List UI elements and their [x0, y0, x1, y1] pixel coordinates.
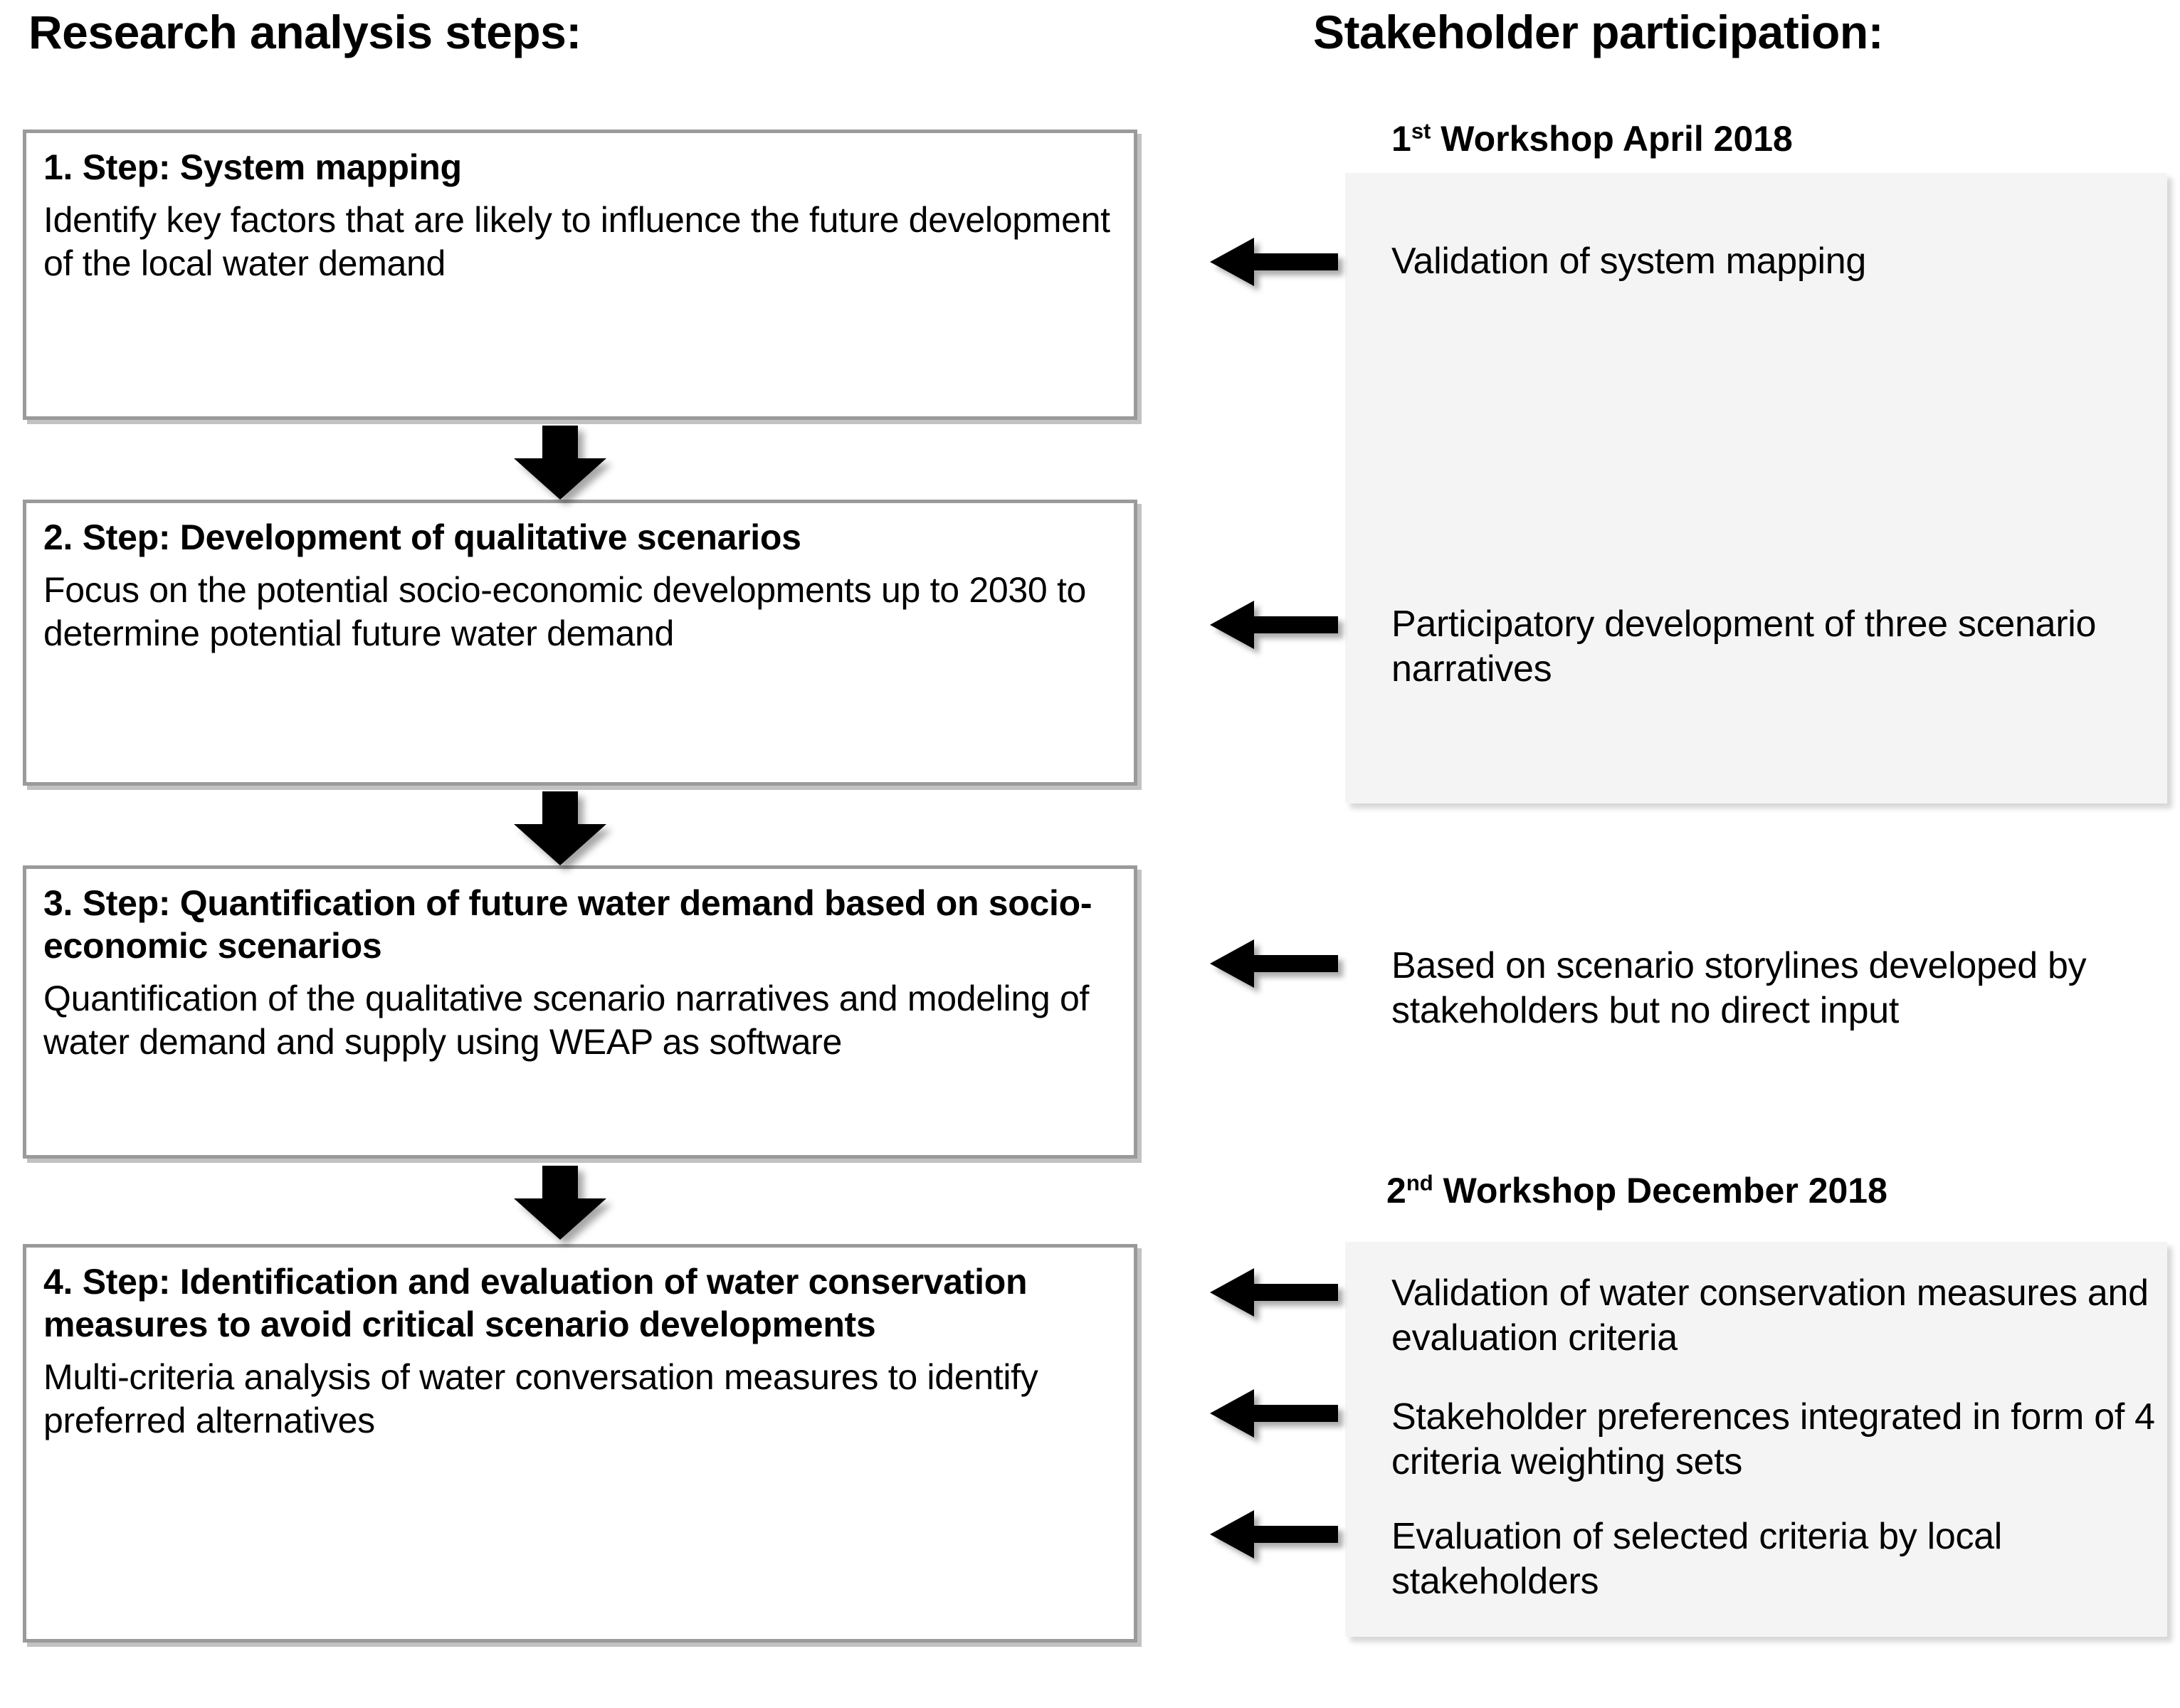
step-1-description: Identify key factors that are likely to … — [43, 200, 1110, 283]
step-box-2: 2. Step: Development of qualitative scen… — [23, 500, 1137, 786]
workshop-2-ordinal: 2 — [1386, 1171, 1406, 1211]
step-box-1: 1. Step: System mapping Identify key fac… — [23, 130, 1137, 420]
stakeholder-participation-heading: Stakeholder participation: — [1313, 6, 1884, 58]
workshop-1-heading: 1st Workshop April 2018 — [1391, 118, 1793, 159]
workshop-1-ordinal-suffix: st — [1411, 118, 1431, 144]
workshop-2-label: Workshop December 2018 — [1433, 1171, 1887, 1211]
participation-note-3: Based on scenario storylines developed b… — [1391, 945, 2087, 1032]
left-arrow-icon — [1210, 591, 1338, 659]
step-4-description: Multi-criteria analysis of water convers… — [43, 1357, 1038, 1440]
left-arrow-icon — [1210, 929, 1338, 998]
participation-note-5: Stakeholder preferences integrated in fo… — [1391, 1396, 2155, 1483]
step-2-description: Focus on the potential socio-economic de… — [43, 570, 1087, 653]
step-4-title: 4. Step: Identification and evaluation o… — [43, 1262, 1028, 1344]
research-analysis-steps-heading: Research analysis steps: — [28, 6, 581, 58]
workshop-1-ordinal: 1 — [1391, 119, 1411, 159]
left-arrow-icon — [1210, 1258, 1338, 1327]
step-1-title: 1. Step: System mapping — [43, 147, 462, 187]
step-box-3: 3. Step: Quantification of future water … — [23, 865, 1137, 1159]
step-2-title: 2. Step: Development of qualitative scen… — [43, 517, 801, 557]
down-arrow-icon — [514, 791, 606, 865]
step-3-description: Quantification of the qualitative scenar… — [43, 979, 1090, 1062]
down-arrow-icon — [514, 426, 606, 500]
left-arrow-icon — [1210, 1500, 1338, 1569]
participation-note-4: Validation of water conservation measure… — [1391, 1272, 2149, 1359]
workshop-1-label: Workshop April 2018 — [1431, 119, 1793, 159]
participation-note-2: Participatory development of three scena… — [1391, 603, 2097, 690]
participation-note-6: Evaluation of selected criteria by local… — [1391, 1516, 2003, 1603]
workshop-1-panel — [1345, 173, 2167, 803]
workshop-2-panel — [1345, 1242, 2167, 1637]
down-arrow-icon — [514, 1166, 606, 1240]
step-box-4: 4. Step: Identification and evaluation o… — [23, 1244, 1137, 1643]
step-3-title: 3. Step: Quantification of future water … — [43, 883, 1092, 966]
participation-note-1: Validation of system mapping — [1391, 241, 1866, 282]
left-arrow-icon — [1210, 1379, 1338, 1448]
workshop-2-ordinal-suffix: nd — [1406, 1170, 1433, 1196]
workshop-2-heading: 2nd Workshop December 2018 — [1386, 1170, 1887, 1211]
left-arrow-icon — [1210, 228, 1338, 296]
